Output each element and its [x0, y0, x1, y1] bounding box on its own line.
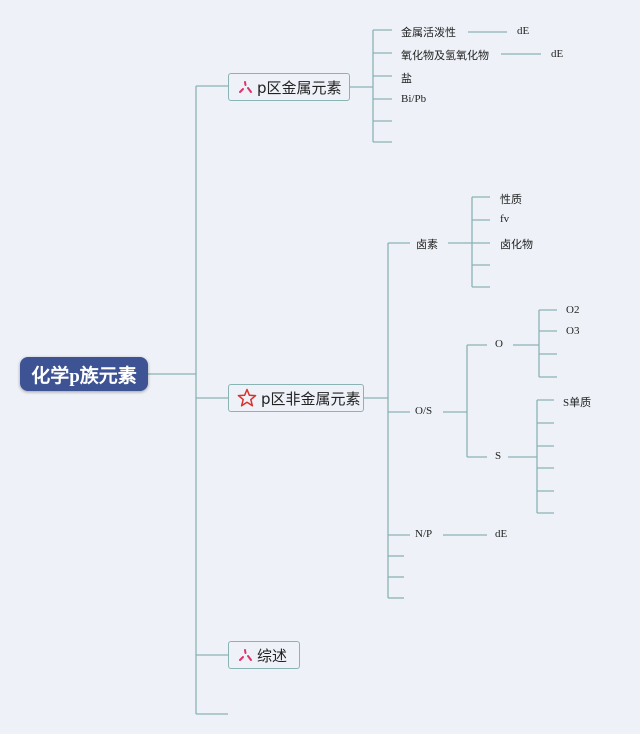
root-label: 化学p族元素	[31, 365, 137, 387]
oxide-child-de[interactable]: dE	[551, 48, 564, 60]
os-node[interactable]: O/S	[415, 405, 433, 417]
halogen-item-fv[interactable]: fv	[500, 213, 510, 225]
pink-sparkle-icon	[237, 647, 253, 663]
branch-p-metal[interactable]: p区金属元素	[228, 73, 350, 101]
pink-sparkle-icon	[237, 79, 253, 95]
halogen-item-halides[interactable]: 卤化物	[500, 238, 533, 251]
pmetal-item-activity[interactable]: 金属活泼性	[401, 26, 456, 39]
branch-summary-label: 综述	[257, 646, 288, 665]
o-item-o3[interactable]: O3	[566, 325, 580, 337]
np-node[interactable]: N/P	[415, 528, 433, 540]
halogen-node[interactable]: 卤素	[416, 238, 438, 251]
s-item-elemental[interactable]: S单质	[563, 397, 592, 409]
branch-summary[interactable]: 综述	[228, 641, 300, 669]
branch-p-nonmetal[interactable]: p区非金属元素	[228, 384, 364, 412]
o-node[interactable]: O	[495, 338, 503, 350]
pmetal-item-salts[interactable]: 盐	[401, 72, 412, 85]
root-node[interactable]: 化学p族元素	[20, 357, 148, 391]
activity-child-de[interactable]: dE	[517, 25, 530, 37]
pmetal-item-oxides[interactable]: 氧化物及氢氧化物	[401, 49, 489, 62]
branch-p-nonmetal-label: p区非金属元素	[261, 389, 361, 408]
pmetal-item-bipb[interactable]: Bi/Pb	[401, 93, 427, 105]
red-star-icon	[237, 388, 257, 408]
np-child-de[interactable]: dE	[495, 528, 508, 540]
s-node[interactable]: S	[495, 450, 502, 462]
branch-p-metal-label: p区金属元素	[257, 78, 342, 97]
o-item-o2[interactable]: O2	[566, 304, 580, 316]
halogen-item-properties[interactable]: 性质	[500, 193, 522, 206]
